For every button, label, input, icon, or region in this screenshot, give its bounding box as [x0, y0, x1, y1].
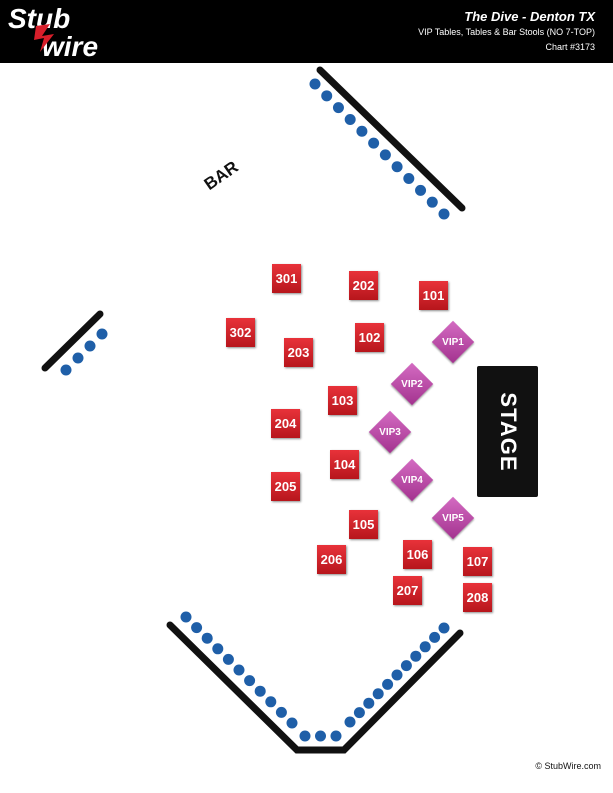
rail-stool[interactable]	[201, 632, 213, 644]
bar-stool[interactable]	[332, 102, 344, 114]
vip-label: VIP3	[379, 426, 401, 438]
vip-table-1[interactable]: VIP1	[431, 320, 475, 364]
rail-stool[interactable]	[315, 730, 326, 742]
stage: STAGE	[477, 366, 538, 497]
bar-stool[interactable]	[356, 125, 368, 137]
rail-stool[interactable]	[275, 706, 287, 718]
stubwire-logo: Stub wire	[8, 3, 98, 60]
bar-stool[interactable]	[368, 137, 380, 149]
bar-stool[interactable]	[321, 90, 333, 102]
rail-stool[interactable]	[344, 716, 356, 728]
rail-stool[interactable]	[330, 730, 342, 742]
vip-label: VIP2	[401, 378, 423, 390]
vip-table-5[interactable]: VIP5	[431, 496, 475, 540]
rail-stool[interactable]	[400, 660, 412, 672]
bar-stool[interactable]	[309, 78, 321, 90]
rail-stool[interactable]	[265, 696, 277, 708]
table-202[interactable]: 202	[349, 271, 378, 300]
rail-stool[interactable]	[60, 364, 72, 376]
vip-label: VIP5	[442, 512, 464, 524]
top-bar-rail	[316, 66, 466, 212]
bar-stool[interactable]	[438, 208, 450, 220]
rail-stool[interactable]	[410, 650, 422, 662]
vip-label: VIP4	[401, 474, 423, 486]
rail-stool[interactable]	[84, 340, 96, 352]
table-205[interactable]: 205	[271, 472, 300, 501]
table-302[interactable]: 302	[226, 318, 255, 347]
table-107[interactable]: 107	[463, 547, 492, 576]
bar-stool[interactable]	[403, 173, 415, 185]
rail-stool[interactable]	[438, 622, 450, 634]
table-301[interactable]: 301	[272, 264, 301, 293]
rail-stool[interactable]	[391, 669, 403, 681]
left-rail	[41, 310, 104, 372]
bar-stool[interactable]	[426, 196, 438, 208]
bar-stool[interactable]	[379, 149, 391, 161]
table-102[interactable]: 102	[355, 323, 384, 352]
table-206[interactable]: 206	[317, 545, 346, 574]
table-104[interactable]: 104	[330, 450, 359, 479]
rail-stool[interactable]	[382, 678, 394, 690]
copyright-text: © StubWire.com	[535, 761, 601, 771]
table-106[interactable]: 106	[403, 540, 432, 569]
rail-stool[interactable]	[299, 730, 311, 742]
table-103[interactable]: 103	[328, 386, 357, 415]
rail-stool[interactable]	[72, 352, 84, 364]
rail-stool[interactable]	[96, 328, 108, 340]
rail-stool[interactable]	[286, 717, 298, 729]
rail-stool[interactable]	[180, 611, 192, 623]
rail-stool[interactable]	[244, 675, 256, 687]
header-banner: Stub wire The Dive - Denton TX VIP Table…	[0, 0, 613, 63]
rail-stool[interactable]	[429, 631, 441, 643]
rail-stool[interactable]	[222, 653, 234, 665]
table-207[interactable]: 207	[393, 576, 422, 605]
venue-title: The Dive - Denton TX	[464, 9, 595, 24]
table-203[interactable]: 203	[284, 338, 313, 367]
table-105[interactable]: 105	[349, 510, 378, 539]
table-101[interactable]: 101	[419, 281, 448, 310]
chart-number: Chart #3173	[545, 42, 595, 52]
vip-table-4[interactable]: VIP4	[390, 458, 434, 502]
rail-stool[interactable]	[363, 697, 375, 709]
rail-stool[interactable]	[233, 664, 245, 676]
rail-stool[interactable]	[212, 643, 224, 655]
vip-table-3[interactable]: VIP3	[368, 410, 412, 454]
stool-layer	[60, 78, 450, 742]
chart-subtitle: VIP Tables, Tables & Bar Stools (NO 7-TO…	[418, 27, 595, 37]
bottom-v-rail	[166, 621, 464, 754]
bar-stool[interactable]	[391, 161, 403, 173]
vip-table-2[interactable]: VIP2	[390, 362, 434, 406]
bar-stool[interactable]	[415, 184, 427, 196]
vip-label: VIP1	[442, 336, 464, 348]
rail-stool[interactable]	[372, 688, 384, 700]
stage-label: STAGE	[495, 391, 521, 472]
bar-stool[interactable]	[344, 113, 356, 125]
table-208[interactable]: 208	[463, 583, 492, 612]
rail-stool[interactable]	[254, 685, 266, 697]
table-204[interactable]: 204	[271, 409, 300, 438]
rail-stool[interactable]	[191, 622, 203, 634]
rail-stool[interactable]	[419, 641, 431, 653]
rail-stool[interactable]	[353, 707, 365, 719]
